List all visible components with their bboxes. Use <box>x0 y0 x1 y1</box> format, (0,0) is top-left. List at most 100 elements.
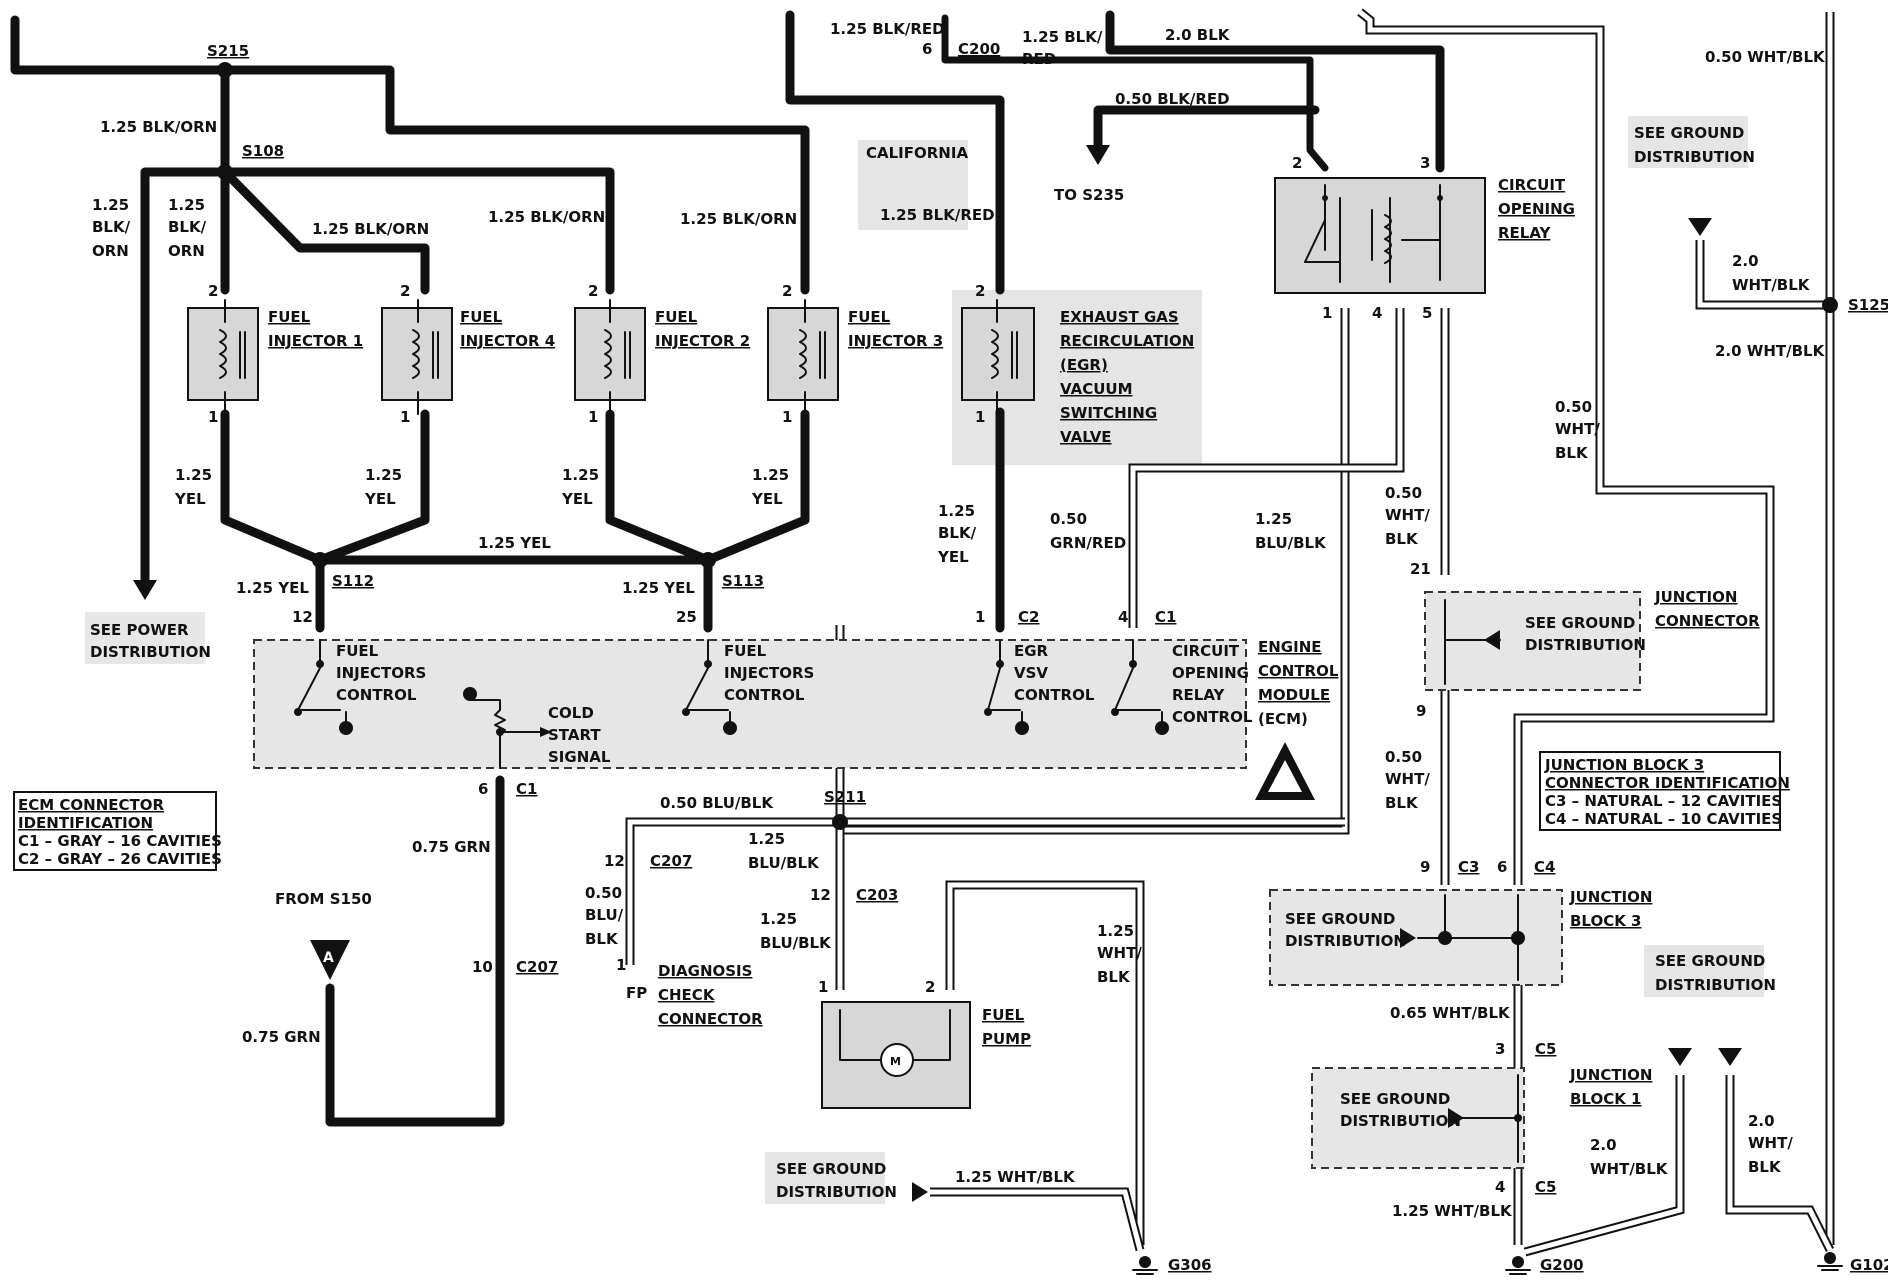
connector-label: C3 <box>1458 858 1479 876</box>
component-label: MODULE <box>1258 686 1330 704</box>
wire-label: 1.25 YEL <box>236 579 309 597</box>
component-label: CONNECTOR <box>1655 612 1760 630</box>
see-power-distribution: SEE POWER DISTRIBUTION <box>85 612 211 664</box>
wire-label: YEL <box>751 490 783 508</box>
fp-label: FP <box>626 984 647 1002</box>
component-label: VACUUM <box>1060 380 1133 398</box>
pin-label: 1 <box>782 408 792 426</box>
pin-label: 1 <box>616 956 626 974</box>
pin-label: 3 <box>1495 1040 1505 1058</box>
ecm-label: INJECTORS <box>724 664 814 682</box>
s125-label: S125 <box>1848 296 1888 314</box>
ecm-c1-grn-wire <box>310 775 505 1127</box>
component-label: BLOCK 3 <box>1570 912 1642 930</box>
component-label: FUEL <box>268 308 311 326</box>
see-ground-label: DISTRIBUTION <box>1285 932 1406 950</box>
component-label: INJECTOR 4 <box>460 332 555 350</box>
wire-label: 1.25 <box>752 466 789 484</box>
fuel-injector-3: 2 FUEL INJECTOR 3 1 <box>767 282 943 426</box>
wire-label: BLK/ <box>168 218 207 236</box>
connector-label: C207 <box>516 958 558 976</box>
ecm-label: FUEL <box>724 642 767 660</box>
pin-label: 1 <box>818 978 828 996</box>
pin-label: 2 <box>925 978 935 996</box>
engine-control-module: FUEL INJECTORS CONTROL FUEL INJECTORS CO… <box>253 639 1315 800</box>
ecm-id-line: C1 – GRAY – 16 CAVITIES <box>18 832 222 850</box>
ecm-id-line: IDENTIFICATION <box>18 814 153 832</box>
see-ground-label: SEE GROUND <box>1655 952 1765 970</box>
s108-label: S108 <box>242 142 284 160</box>
wire-label: 1.25 <box>168 196 205 214</box>
see-ground-label: DISTRIBUTION <box>1655 976 1776 994</box>
wire-label: BLK <box>1385 794 1419 812</box>
component-label: CHECK <box>658 986 716 1004</box>
pin-label: 2 <box>400 282 410 300</box>
component-label: INJECTOR 1 <box>268 332 363 350</box>
component-label: CONNECTOR <box>658 1010 763 1028</box>
jb3-id-line: C3 – NATURAL – 12 CAVITIES <box>1545 792 1782 810</box>
wire-label: 1.25 <box>92 196 129 214</box>
wire-label: 0.75 GRN <box>412 838 491 856</box>
right-hollow-wires <box>1357 8 1838 1257</box>
wire-label: 1.25 BLK/RED <box>830 20 945 38</box>
pin-label: 2 <box>588 282 598 300</box>
see-ground-label: SEE GROUND <box>1340 1090 1450 1108</box>
component-label: (EGR) <box>1060 356 1108 374</box>
wire-label: 0.50 <box>1385 484 1422 502</box>
jb3-connector-identification: JUNCTION BLOCK 3 CONNECTOR IDENTIFICATIO… <box>1539 751 1790 831</box>
s113-label: S113 <box>722 572 764 590</box>
ecm-label: VSV <box>1014 664 1048 682</box>
see-ground-label: SEE GROUND <box>776 1160 886 1178</box>
fuel-injector-4: 2 FUEL INJECTOR 4 1 <box>381 282 555 426</box>
see-ground-fuel-pump: SEE GROUND DISTRIBUTION <box>765 1152 1145 1252</box>
junction-block-3: 9 C3 6 C4 SEE GROUND DISTRIBUTION JUNCTI… <box>1269 858 1652 986</box>
wire-label: 1.25 WHT/BLK <box>955 1168 1076 1186</box>
component-label: PUMP <box>982 1030 1031 1048</box>
pin-label: 6 <box>1497 858 1507 876</box>
s215-label: S215 <box>207 42 249 60</box>
pin-label: 1 <box>975 608 985 626</box>
component-label: JUNCTION <box>1569 1066 1652 1084</box>
wire-label: 1.25 BLK/ <box>1022 28 1103 46</box>
wire-label: 1.25 BLK/ORN <box>488 208 605 226</box>
ecm-label: CONTROL <box>724 686 805 704</box>
component-label: EXHAUST GAS <box>1060 308 1179 326</box>
wire-label: 1.25 BLK/ORN <box>312 220 429 238</box>
jb3-id-line: JUNCTION BLOCK 3 <box>1544 756 1704 774</box>
connector-label: C203 <box>856 886 898 904</box>
see-ground-label: DISTRIBUTION <box>1340 1112 1461 1130</box>
california-label: CALIFORNIA <box>866 144 968 162</box>
ecm-label: OPENING <box>1172 664 1249 682</box>
ecm-cold-start <box>463 687 552 769</box>
wire-label: 1.25 <box>938 502 975 520</box>
component-label: FUEL <box>848 308 891 326</box>
wire-label: BLK <box>1748 1158 1782 1176</box>
wire-label: YEL <box>364 490 396 508</box>
wire-label: GRN/RED <box>1050 534 1126 552</box>
see-ground-label: DISTRIBUTION <box>776 1183 897 1201</box>
wire-label: WHT/ <box>1385 506 1430 524</box>
wire-label: 1.25 WHT/BLK <box>1392 1202 1513 1220</box>
wire-label-blk-orn: 1.25 BLK/ORN <box>100 118 217 136</box>
wire-label: 0.50 <box>1385 748 1422 766</box>
ecm-label: SIGNAL <box>548 748 611 766</box>
pin-label: 6 <box>922 40 932 58</box>
ecm-label: CONTROL <box>1014 686 1095 704</box>
ecm-id-line: C2 – GRAY – 26 CAVITIES <box>18 850 222 868</box>
wire-label: 2.0 <box>1748 1112 1775 1130</box>
motor-m: M <box>890 1055 901 1068</box>
pin-label: 3 <box>1420 154 1430 172</box>
wire-label: BLK <box>1555 444 1589 462</box>
connector-label: C200 <box>958 40 1000 58</box>
wire-label: BLK <box>585 930 619 948</box>
circuit-opening-relay: 2 3 CIRCUIT OPENING RELAY 1 4 5 <box>1274 154 1575 322</box>
splice-s113 <box>700 552 716 568</box>
wire-label: 1.25 <box>562 466 599 484</box>
pin-label: 2 <box>975 282 985 300</box>
component-label: RECIRCULATION <box>1060 332 1194 350</box>
see-ground-label: SEE GROUND <box>1285 910 1395 928</box>
ecm-id-line: ECM CONNECTOR <box>18 796 165 814</box>
wire-label: 0.50 BLU/BLK <box>660 794 774 812</box>
